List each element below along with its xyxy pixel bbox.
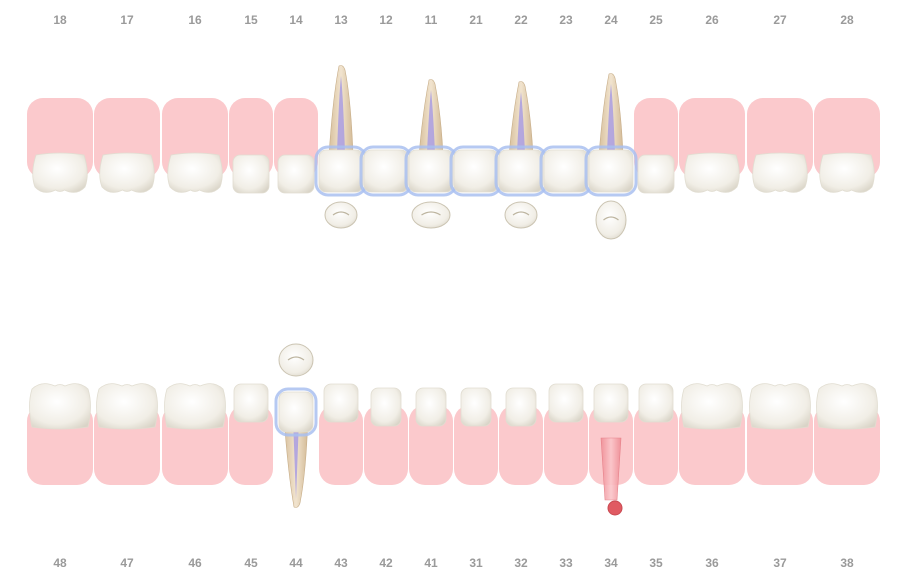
tooth-35[interactable] bbox=[638, 383, 674, 423]
tooth-number-11[interactable]: 11 bbox=[425, 13, 438, 27]
gum-45 bbox=[229, 405, 273, 485]
tooth-number-45[interactable]: 45 bbox=[244, 556, 258, 570]
tooth-47[interactable] bbox=[96, 383, 158, 430]
tooth-21[interactable] bbox=[449, 145, 503, 197]
tooth-27[interactable] bbox=[752, 152, 808, 193]
occlusal-view-24 bbox=[595, 200, 627, 240]
tooth-number-18[interactable]: 18 bbox=[53, 13, 67, 27]
tooth-number-16[interactable]: 16 bbox=[188, 13, 202, 27]
implant-34 bbox=[600, 437, 623, 516]
tooth-22[interactable] bbox=[494, 145, 548, 197]
tooth-31[interactable] bbox=[460, 387, 492, 427]
lower-teeth bbox=[29, 383, 878, 437]
tooth-number-36[interactable]: 36 bbox=[705, 556, 719, 570]
occlusal-view-22 bbox=[504, 201, 538, 229]
tooth-number-48[interactable]: 48 bbox=[53, 556, 67, 570]
occlusal-view-44 bbox=[278, 343, 314, 377]
tooth-42[interactable] bbox=[370, 387, 402, 427]
gum-33 bbox=[544, 405, 588, 485]
tooth-number-35[interactable]: 35 bbox=[649, 556, 663, 570]
tooth-number-12[interactable]: 12 bbox=[379, 13, 393, 27]
tooth-number-27[interactable]: 27 bbox=[773, 13, 787, 27]
occlusal-view-13 bbox=[324, 201, 358, 229]
tooth-17[interactable] bbox=[99, 152, 155, 193]
tooth-number-41[interactable]: 41 bbox=[424, 556, 438, 570]
tooth-number-21[interactable]: 21 bbox=[469, 13, 483, 27]
tooth-12[interactable] bbox=[359, 145, 413, 197]
tooth-15[interactable] bbox=[232, 154, 270, 194]
tooth-14[interactable] bbox=[277, 154, 315, 194]
tooth-number-13[interactable]: 13 bbox=[334, 13, 348, 27]
tooth-41[interactable] bbox=[415, 387, 447, 427]
tooth-18[interactable] bbox=[32, 152, 88, 193]
tooth-number-38[interactable]: 38 bbox=[840, 556, 854, 570]
root-13 bbox=[328, 65, 354, 156]
root-44 bbox=[283, 416, 309, 508]
tooth-number-22[interactable]: 22 bbox=[514, 13, 528, 27]
tooth-number-23[interactable]: 23 bbox=[559, 13, 573, 27]
upper-tooth-numbers: 18 17 16 15 14 13 12 11 21 22 23 24 25 26 27 28 bbox=[53, 13, 854, 27]
gum-43 bbox=[319, 405, 363, 485]
tooth-number-31[interactable]: 31 bbox=[469, 556, 483, 570]
occlusal-view-11 bbox=[411, 201, 451, 229]
tooth-13[interactable] bbox=[314, 145, 368, 197]
tooth-24[interactable] bbox=[584, 145, 638, 197]
tooth-number-24[interactable]: 24 bbox=[604, 13, 618, 27]
tooth-44[interactable] bbox=[274, 387, 318, 437]
tooth-number-37[interactable]: 37 bbox=[773, 556, 787, 570]
lower-occlusal-views bbox=[278, 343, 314, 377]
canal-22 bbox=[517, 92, 525, 153]
tooth-25[interactable] bbox=[637, 154, 675, 194]
tooth-16[interactable] bbox=[167, 152, 223, 193]
tooth-43[interactable] bbox=[323, 383, 359, 423]
canal-44 bbox=[293, 419, 299, 499]
canal-13 bbox=[337, 76, 345, 153]
tooth-38[interactable] bbox=[816, 383, 878, 430]
tooth-number-46[interactable]: 46 bbox=[188, 556, 202, 570]
lower-roots bbox=[283, 416, 623, 516]
tooth-number-15[interactable]: 15 bbox=[244, 13, 258, 27]
root-22 bbox=[508, 81, 534, 156]
tooth-number-47[interactable]: 47 bbox=[120, 556, 134, 570]
tooth-23[interactable] bbox=[539, 145, 593, 197]
tooth-number-14[interactable]: 14 bbox=[289, 13, 303, 27]
lower-tooth-numbers: 48 47 46 45 44 43 42 41 31 32 33 34 35 36 37 38 bbox=[53, 556, 854, 570]
tooth-number-44[interactable]: 44 bbox=[289, 556, 303, 570]
tooth-34[interactable] bbox=[593, 383, 629, 423]
tooth-46[interactable] bbox=[164, 383, 226, 430]
tooth-number-26[interactable]: 26 bbox=[705, 13, 719, 27]
tooth-number-42[interactable]: 42 bbox=[379, 556, 393, 570]
tooth-37[interactable] bbox=[749, 383, 811, 430]
tooth-number-33[interactable]: 33 bbox=[559, 556, 573, 570]
gum-35 bbox=[634, 405, 678, 485]
tooth-number-17[interactable]: 17 bbox=[120, 13, 134, 27]
upper-roots bbox=[328, 65, 624, 156]
tooth-28[interactable] bbox=[819, 152, 875, 193]
tooth-11[interactable] bbox=[404, 145, 458, 197]
tooth-number-28[interactable]: 28 bbox=[840, 13, 854, 27]
canal-24 bbox=[607, 84, 615, 153]
canal-11 bbox=[427, 90, 435, 153]
implant-tip-34 bbox=[607, 500, 623, 516]
tooth-number-34[interactable]: 34 bbox=[604, 556, 618, 570]
tooth-number-25[interactable]: 25 bbox=[649, 13, 663, 27]
tooth-33[interactable] bbox=[548, 383, 584, 423]
tooth-48[interactable] bbox=[29, 383, 91, 430]
root-24 bbox=[598, 73, 624, 156]
tooth-26[interactable] bbox=[684, 152, 740, 193]
root-11 bbox=[418, 79, 444, 156]
tooth-45[interactable] bbox=[233, 383, 269, 423]
tooth-36[interactable] bbox=[681, 383, 743, 430]
upper-teeth bbox=[32, 145, 875, 197]
upper-occlusal-views bbox=[324, 200, 627, 240]
tooth-number-43[interactable]: 43 bbox=[334, 556, 348, 570]
upper-gums bbox=[27, 98, 880, 178]
tooth-32[interactable] bbox=[505, 387, 537, 427]
tooth-number-32[interactable]: 32 bbox=[514, 556, 528, 570]
